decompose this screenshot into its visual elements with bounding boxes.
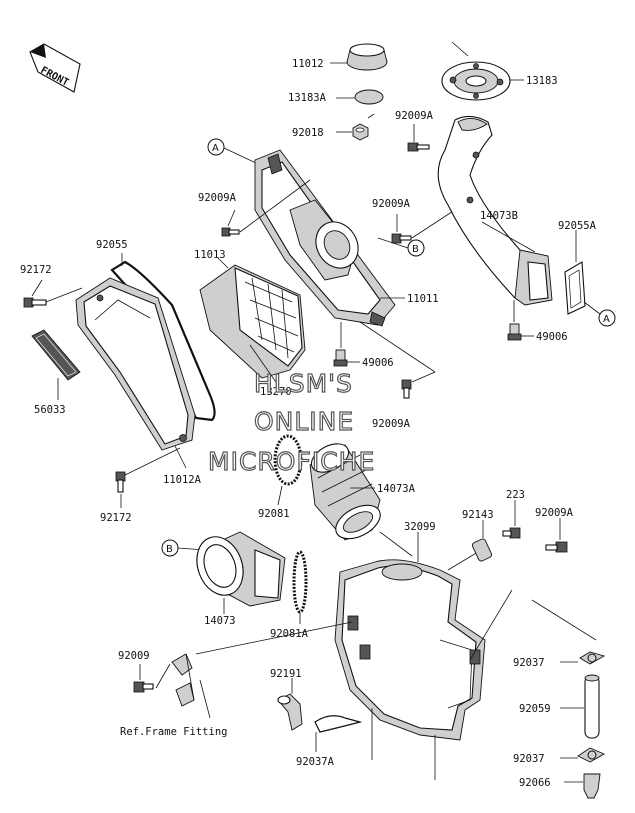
part-56033-decal [31, 329, 81, 381]
part-49006-clip-right [507, 323, 522, 341]
svg-text:A: A [212, 143, 219, 154]
frame-bracket [171, 653, 195, 707]
label-92066: 92066 [519, 777, 551, 789]
part-92066-plug [583, 773, 601, 799]
reference-b-top: B [407, 239, 425, 257]
label-92081: 92081 [258, 508, 290, 520]
watermark-line-3: MICROFICHE [208, 447, 375, 476]
part-92143-collar [471, 538, 493, 562]
part-11012A-cover [75, 277, 196, 451]
part-92009A-bolt-low [401, 379, 412, 399]
label-92191: 92191 [270, 668, 302, 680]
label-92009A-bottom-right: 92009A [535, 507, 574, 519]
part-92191-elbow [277, 693, 303, 731]
label-223: 223 [506, 489, 525, 501]
label-56033: 56033 [34, 404, 66, 416]
part-92009A-bolt-bottom-right [545, 541, 568, 553]
part-13183-plate [441, 61, 511, 101]
svg-text:B: B [166, 544, 173, 555]
label-49006-right: 49006 [536, 331, 568, 343]
label-92009A-low: 92009A [372, 418, 411, 430]
watermark: HLSM'S ONLINE MICROFICHE [207, 368, 375, 476]
part-92009A-bolt-top [407, 142, 430, 152]
label-92009A-mid: 92009A [372, 198, 411, 210]
label-92009A-left: 92009A [198, 192, 237, 204]
label-92059: 92059 [519, 703, 551, 715]
label-14073B: 14073B [480, 210, 518, 222]
label-92037-top: 92037 [513, 657, 545, 669]
part-32099-air-box [334, 559, 486, 741]
part-92172-bolt-bottom [115, 471, 126, 493]
part-92009A-bolt-left [221, 227, 240, 237]
reference-a-top: A [207, 138, 225, 156]
part-92037-clip-bottom [577, 747, 606, 763]
part-223-bolt [502, 527, 521, 539]
label-49006-mid: 49006 [362, 357, 394, 369]
label-11013: 11013 [194, 249, 226, 261]
label-13183A: 13183A [288, 92, 327, 104]
front-arrow-icon: FRONT [29, 43, 81, 93]
part-92055A-gasket [564, 261, 586, 315]
part-14073-inlet-duct [196, 531, 286, 607]
part-11011-housing [254, 149, 396, 327]
label-92009: 92009 [118, 650, 150, 662]
label-92055A: 92055A [558, 220, 597, 232]
label-92037A: 92037A [296, 756, 335, 768]
part-92009A-bolt-mid [391, 233, 412, 244]
label-92009A-top: 92009A [395, 110, 434, 122]
label-13270: 13270 [260, 386, 292, 398]
watermark-line-1: HLSM'S [254, 369, 353, 398]
label-92143: 92143 [462, 509, 494, 521]
part-11012-cap [346, 43, 388, 71]
label-92081A: 92081A [270, 628, 309, 640]
label-11011: 11011 [407, 293, 439, 305]
label-92055: 92055 [96, 239, 128, 251]
part-92037A-clip [314, 715, 363, 733]
part-11013-filter-element [199, 264, 306, 379]
part-92059-hose [584, 674, 600, 739]
label-11012A: 11012A [163, 474, 202, 486]
reference-a-right: A [598, 309, 616, 327]
part-92037-clip-top [579, 651, 606, 665]
part-92055-seal [110, 260, 216, 422]
label-14073: 14073 [204, 615, 236, 627]
part-92172-bolt-top [23, 297, 47, 308]
part-14073A-boot [309, 443, 381, 541]
label-ref-frame-fitting: Ref.Frame Fitting [120, 726, 227, 738]
label-11012: 11012 [292, 58, 324, 70]
label-92037-bottom: 92037 [513, 753, 545, 765]
label-92018: 92018 [292, 127, 324, 139]
part-49006-clip-mid [333, 349, 348, 367]
part-14073B-duct [437, 115, 553, 306]
part-13183A-disc [354, 89, 384, 105]
label-13183: 13183 [526, 75, 558, 87]
watermark-line-2: ONLINE [254, 407, 354, 436]
reference-b-bottom: B [161, 539, 179, 557]
label-14073A: 14073A [377, 483, 416, 495]
part-92081-clamp [273, 434, 303, 486]
label-92172-top: 92172 [20, 264, 52, 276]
part-92018-nut [352, 123, 369, 141]
svg-text:B: B [412, 244, 419, 255]
label-32099: 32099 [404, 521, 436, 533]
part-92009-bolt [133, 681, 154, 693]
part-92081A-clamp [292, 550, 308, 614]
svg-text:A: A [603, 314, 610, 325]
label-92172-bottom: 92172 [100, 512, 132, 524]
